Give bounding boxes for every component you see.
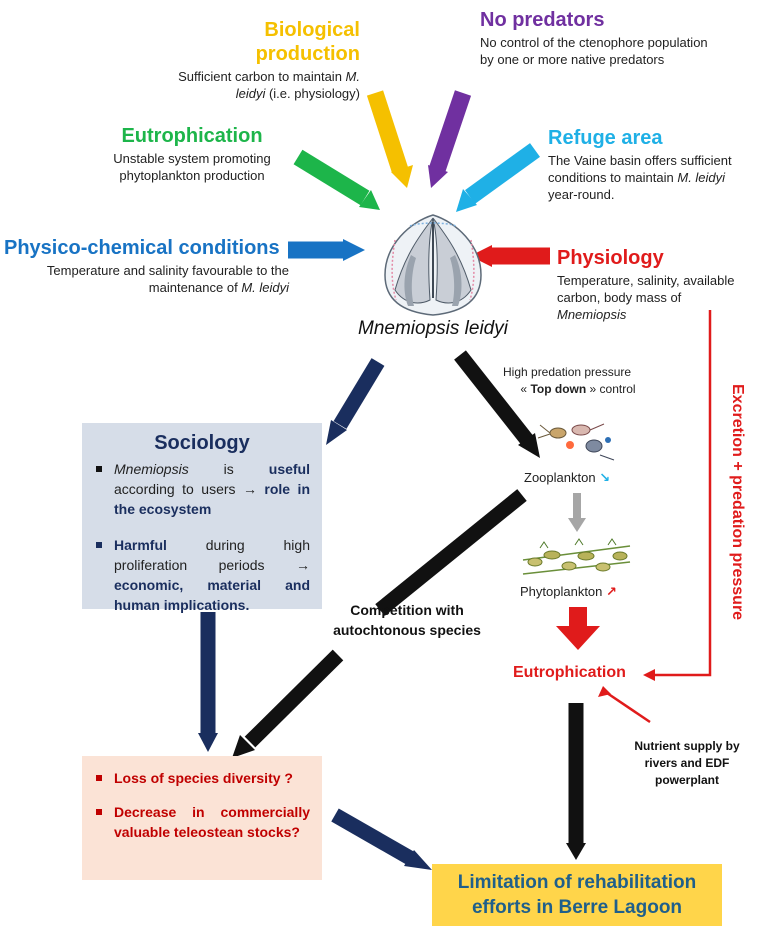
- physiology-title: Physiology: [557, 247, 664, 269]
- factor-physiology: Physiology Temperature, salinity, availa…: [557, 246, 737, 323]
- arrow-sociology-to-loss: [198, 612, 218, 752]
- factor-biological: Biological production Sufficient carbon …: [160, 18, 360, 102]
- predation-label: High predation pressure « Top down » con…: [503, 364, 683, 398]
- phytoplankton-label: Phytoplankton ↗: [520, 584, 617, 599]
- bullet-icon: [96, 809, 102, 815]
- arrow-no-predators: [428, 90, 472, 188]
- eutrophication-node: Eutrophication: [513, 664, 626, 681]
- sociology-item-harmful: Harmful during high proliferation period…: [94, 535, 310, 615]
- arrow-excretion-loop: [643, 310, 712, 681]
- arrow-zoo-to-phyto: [568, 493, 586, 532]
- ctenophore-illustration: [384, 214, 482, 316]
- predation-line1: High predation pressure: [503, 365, 632, 379]
- arrow-loss-to-limitation: [331, 808, 432, 870]
- arrow-competition-lower: [232, 649, 344, 758]
- sociology-title: Sociology: [154, 432, 250, 454]
- arrow-to-zooplankton: [454, 350, 540, 458]
- factor-physico: Physico-chemical conditions Temperature …: [4, 236, 289, 296]
- bullet-icon: [96, 542, 102, 548]
- arrow-eutrophication-to-limitation: [566, 703, 586, 860]
- biological-title: Biological production: [255, 19, 360, 65]
- center-species-label: Mnemiopsis leidyi: [358, 318, 508, 339]
- physico-title: Physico-chemical conditions: [4, 237, 280, 259]
- no-predators-desc: No control of the ctenophore population …: [480, 35, 708, 67]
- zooplankton-illustration: [537, 423, 615, 461]
- factor-eutrophication: Eutrophication Unstable system promoting…: [92, 124, 292, 184]
- physico-desc: Temperature and salinity favourable to t…: [46, 263, 289, 295]
- arrow-refuge: [456, 143, 540, 212]
- factor-no-predators: No predators No control of the ctenophor…: [480, 8, 710, 68]
- loss-item-diversity: Loss of species diversity ?: [94, 768, 310, 788]
- loss-list: Loss of species diversity ? Decrease in …: [94, 768, 310, 842]
- refuge-desc: The Vaine basin offers sufficient condit…: [548, 153, 732, 202]
- arrow-phyto-to-eutrophication: [556, 607, 600, 650]
- sociology-list: Mnemiopsis is useful according to users …: [94, 459, 310, 615]
- arrow-to-sociology: [326, 358, 385, 445]
- bullet-icon: [96, 775, 102, 781]
- phytoplankton-trend-icon: ↗: [606, 584, 617, 599]
- predation-line2: « Top down » control: [520, 382, 636, 396]
- biological-desc: Sufficient carbon to maintain M. leidyi …: [178, 69, 360, 101]
- bullet-icon: [96, 466, 102, 472]
- eutrophication-top-desc: Unstable system promoting phytoplankton …: [113, 151, 271, 183]
- arrow-nutrient-supply: [598, 686, 651, 724]
- arrow-physico: [288, 239, 365, 261]
- phytoplankton-illustration: [522, 538, 631, 575]
- arrow-competition-upper: [375, 489, 527, 616]
- loss-item-stocks: Decrease in commercially valuable teleos…: [94, 802, 310, 842]
- factor-refuge: Refuge area The Vaine basin offers suffi…: [548, 126, 738, 203]
- physiology-desc: Temperature, salinity, available carbon,…: [557, 273, 735, 322]
- nutrient-label: Nutrient supply by rivers and EDF powerp…: [634, 739, 740, 787]
- sociology-item-useful: Mnemiopsis is useful according to users …: [94, 459, 310, 519]
- competition-label: Competition with autochtonous species: [333, 602, 481, 638]
- no-predators-title: No predators: [480, 9, 605, 31]
- arrow-eutrophication-top: [293, 149, 380, 210]
- eutrophication-top-title: Eutrophication: [121, 125, 263, 147]
- refuge-title: Refuge area: [548, 127, 663, 149]
- zooplankton-label: Zooplankton ↘: [524, 470, 611, 485]
- arrow-biological: [366, 90, 413, 188]
- loss-box: Loss of species diversity ? Decrease in …: [82, 756, 322, 880]
- arrow-physiology: [470, 245, 550, 267]
- limitation-box: Limitation of rehabilitation efforts in …: [432, 864, 722, 926]
- excretion-label: Excretion + predation pressure: [729, 383, 746, 621]
- sociology-box: Sociology Mnemiopsis is useful according…: [82, 423, 322, 613]
- zooplankton-trend-icon: ↘: [599, 470, 611, 485]
